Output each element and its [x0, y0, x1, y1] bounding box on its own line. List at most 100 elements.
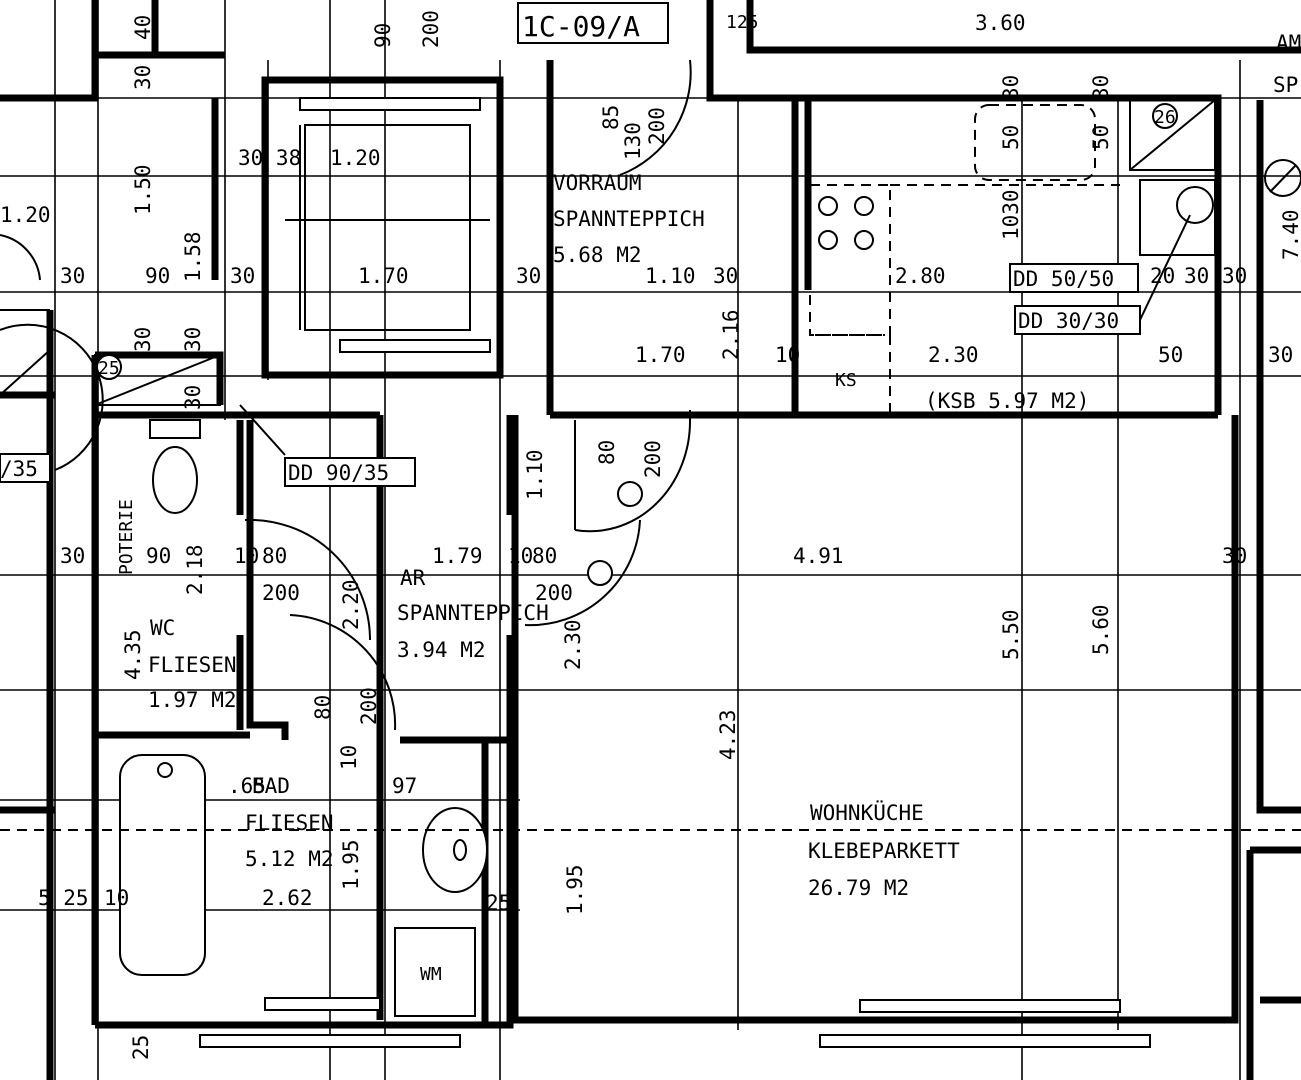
mark-26: 26 — [1154, 107, 1176, 128]
dim-90-top: 90 — [145, 264, 170, 288]
room-name-wohnkueche: WOHNKÜCHE — [810, 800, 924, 825]
dim-130: 130 — [621, 122, 645, 160]
dim-10-bad: 10 — [104, 886, 129, 910]
dim-1-10-door: 1.10 — [523, 449, 547, 500]
room-area-bad: 5.12 M2 — [245, 847, 334, 871]
dim-85: 85 — [599, 105, 623, 130]
duct-label-50-50: DD 50/50 — [1013, 267, 1114, 291]
dim-25-bottom: 25 — [129, 1035, 153, 1060]
dim-200-door: 200 — [641, 440, 665, 478]
dim-50-kt: 50 — [999, 125, 1023, 150]
room-floor-ar: SPANNTEPPICH — [397, 601, 549, 625]
fixtures — [0, 99, 1301, 1017]
dim-1-50: 1.50 — [131, 164, 155, 215]
dim-90-wc: 90 — [146, 544, 171, 568]
dim-80-ar: 80 — [532, 544, 557, 568]
dim-5-50: 5.50 — [999, 609, 1023, 660]
wm-label: WM — [420, 964, 442, 985]
dim-90-v: 90 — [371, 23, 395, 48]
room-area-ar: 3.94 M2 — [397, 638, 486, 662]
dim-1-95-k: 1.95 — [563, 864, 587, 915]
am-label: AM — [1276, 31, 1301, 55]
dim-80-v2: 80 — [311, 695, 335, 720]
dim-2-62: 2.62 — [262, 886, 313, 910]
poterie-label: POTERIE — [116, 499, 137, 575]
dim-200-v: 200 — [419, 10, 443, 48]
dim-30-c: 30 — [60, 264, 85, 288]
dim-80-door: 80 — [595, 440, 619, 465]
dim-4-91: 4.91 — [793, 544, 844, 568]
dim-1-10-vr: 1.10 — [645, 264, 696, 288]
room-name-ar: AR — [400, 566, 426, 590]
dim-1-70-vr: 1.70 — [635, 343, 686, 367]
dim-1-95-bad: 1.95 — [339, 839, 363, 890]
dim-1-20-left: 1.20 — [0, 203, 51, 227]
dim-2-20: 2.20 — [339, 579, 363, 630]
dim-2-30-ar: 2.30 — [561, 619, 585, 670]
dim-4-23: 4.23 — [716, 709, 740, 760]
dim-2-18: 2.18 — [183, 544, 207, 595]
dim-30-kt1: 30 — [999, 75, 1023, 100]
dim-7-40: 7.40 — [1279, 209, 1301, 260]
dim-3-60: 3.60 — [975, 11, 1026, 35]
dim-5-60: 5.60 — [1089, 604, 1113, 655]
plan-id-box — [517, 2, 669, 44]
ks-label: KS — [835, 370, 857, 391]
dim-200-ar: 200 — [535, 581, 573, 605]
duct-label-90-35: DD 90/35 — [288, 461, 389, 485]
door-swings — [0, 59, 692, 731]
dim-1-70-top: 1.70 — [358, 264, 409, 288]
dim-10-wc: 10 — [234, 544, 259, 568]
dim-30-v1: 30 — [131, 65, 155, 90]
ksb-area: (KSB 5.97 M2) — [925, 389, 1089, 413]
dim-65-bad: .65 — [228, 774, 266, 798]
room-floor-vorraum: SPANNTEPPICH — [553, 207, 705, 231]
dim-2-30-k: 2.30 — [928, 343, 979, 367]
dim-50-k: 50 — [1158, 343, 1183, 367]
dim-30-v3: 30 — [181, 327, 205, 352]
dim-125: 125 — [726, 12, 759, 33]
room-area-wc: 1.97 M2 — [148, 688, 237, 712]
dim-30-k: 30 — [1268, 343, 1293, 367]
room-floor-bad: FLIESEN — [245, 811, 334, 835]
plan-id: 1C-09/A — [522, 10, 640, 43]
sp-label: SP — [1273, 73, 1298, 97]
room-floor-wohnkueche: KLEBEPARKETT — [808, 839, 960, 863]
dim-30-k2: 30 — [1184, 264, 1209, 288]
dim-4-35: 4.35 — [121, 629, 145, 680]
dim-36: 30 — [181, 385, 205, 410]
dim-30-wc: 30 — [60, 544, 85, 568]
dim-200-vr: 200 — [645, 107, 669, 145]
dim-10-vr: 10 — [775, 343, 800, 367]
dim-25-bad: 25 — [486, 891, 511, 915]
room-area-vorraum: 5.68 M2 — [553, 243, 642, 267]
dim-1-79: 1.79 — [432, 544, 483, 568]
dim-30-v2: 30 — [131, 327, 155, 352]
dim-30-a: 30 — [230, 264, 255, 288]
windows — [199, 97, 1151, 1048]
room-name-bad: BAD — [252, 774, 290, 798]
dim-2-80: 2.80 — [895, 264, 946, 288]
room-name-wc: WC — [150, 616, 175, 640]
dim-200-v2: 200 — [357, 687, 381, 725]
room-name-vorraum: VORRAUM — [553, 171, 642, 195]
room-area-wohnkueche: 26.79 M2 — [808, 876, 909, 900]
dim-10-ar: 10 — [508, 544, 533, 568]
duct-label-30-30: DD 30/30 — [1018, 309, 1119, 333]
room-floor-wc: FLIESEN — [148, 653, 237, 677]
dim-30-kt2: 30 — [1089, 75, 1113, 100]
dim-5-25: 5 25 — [38, 886, 89, 910]
dim-50-kt2: 50 — [1089, 125, 1113, 150]
dim-200-wc: 200 — [262, 581, 300, 605]
dim-30-38: 30 38 — [238, 146, 301, 170]
mark-25: 25 — [98, 358, 120, 379]
dim-80-wc: 80 — [262, 544, 287, 568]
dim-97-bad: 97 — [392, 774, 417, 798]
dim-2-16: 2.16 — [719, 309, 743, 360]
dim-20-k: 20 — [1150, 264, 1175, 288]
dim-1-58: 1.58 — [181, 231, 205, 282]
dim-1-20-top: 1.20 — [330, 146, 381, 170]
dimensions: 3.60 125 SP AM 30 38 1.20 1.70 30 30 30 … — [0, 11, 1301, 915]
